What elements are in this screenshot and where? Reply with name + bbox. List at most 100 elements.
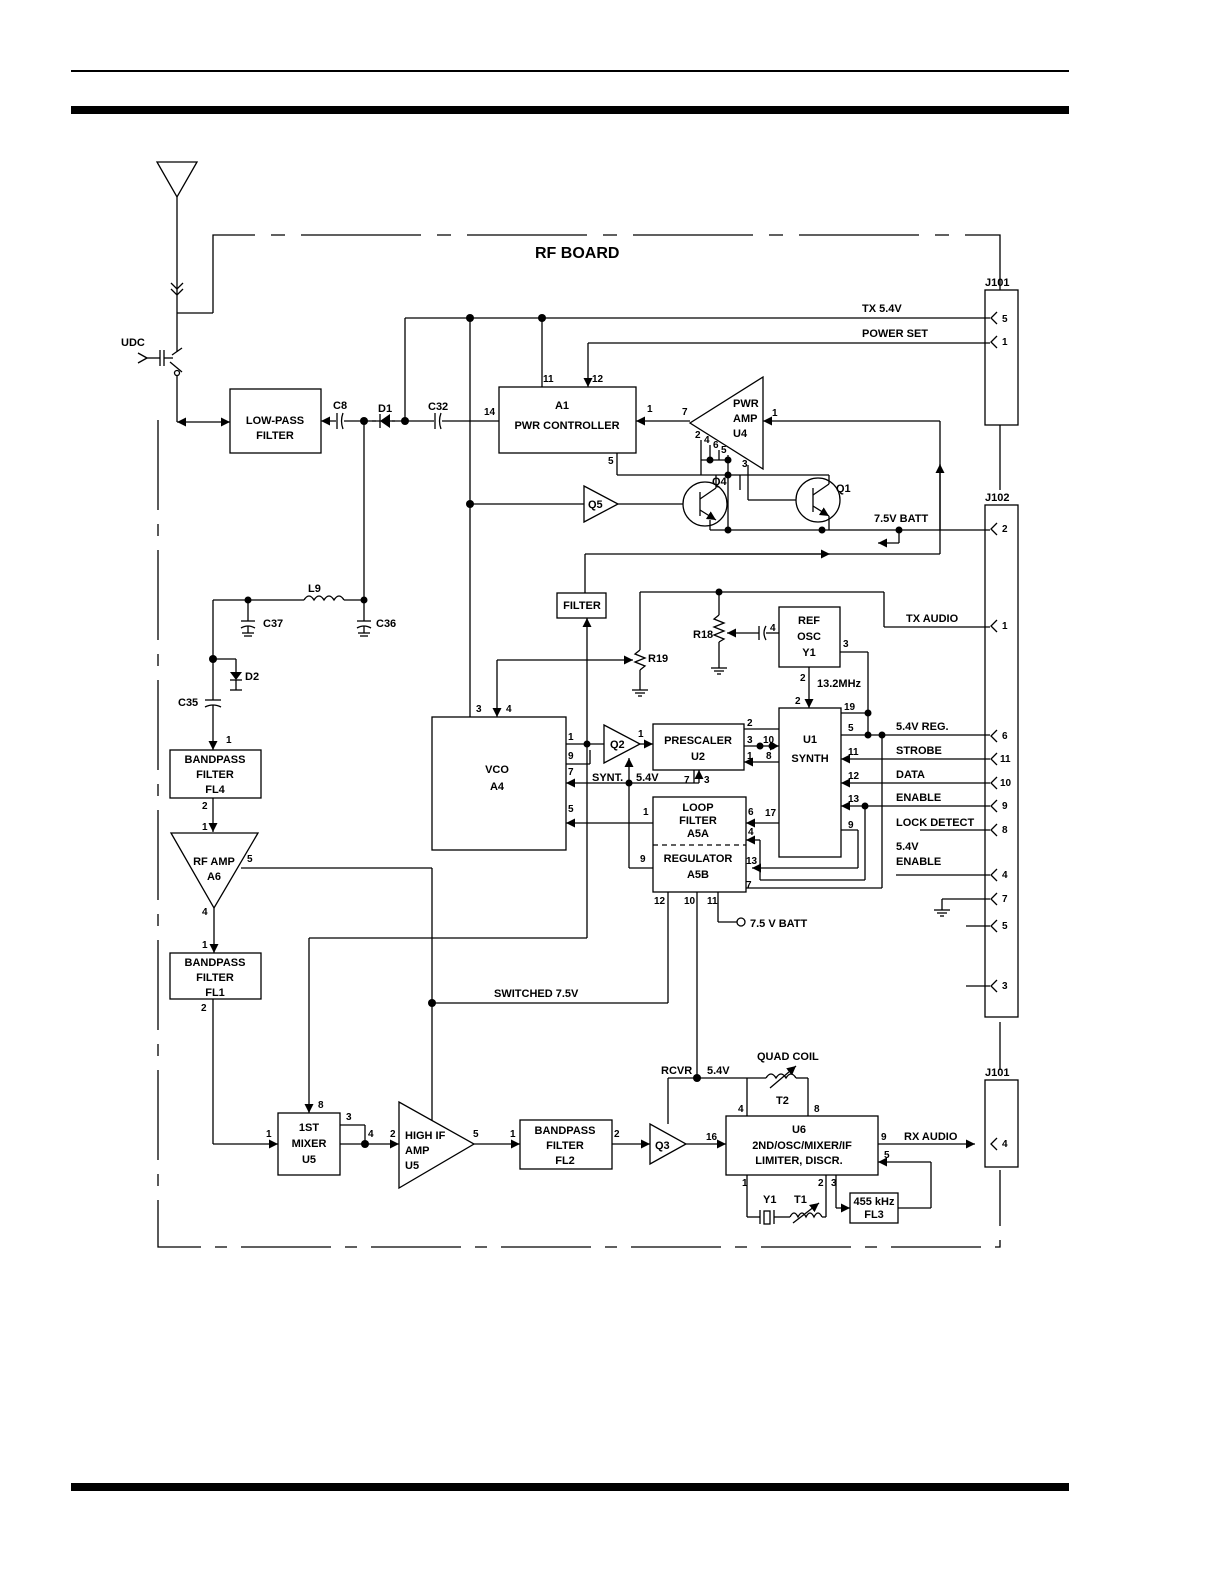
pin-label: 5 — [884, 1150, 890, 1161]
q3-buffer — [649, 1122, 688, 1166]
j102-label: J102 — [985, 492, 1009, 504]
a1-label: PWR CONTROLLER — [514, 420, 619, 432]
high-if-amp-label: HIGH IF — [405, 1130, 446, 1142]
mixer-label: U5 — [302, 1154, 316, 1166]
switched-75v-label: SWITCHED 7.5V — [494, 988, 579, 1000]
connector-j101-top — [984, 289, 1019, 426]
pin-label: 11 — [848, 747, 859, 758]
a5a-label: FILTER — [679, 815, 717, 827]
fl2-label: BANDPASS — [535, 1125, 596, 1137]
pin-label: 11 — [1000, 754, 1011, 765]
quad-coil-label: QUAD COIL — [757, 1051, 819, 1063]
pin-label: 2 — [795, 696, 801, 707]
bandpass-filter-fl1 — [169, 952, 262, 1000]
pin-label: 3 — [742, 459, 748, 470]
board-title: RF BOARD — [535, 245, 619, 262]
pin-label: 4 — [704, 435, 710, 446]
pin-label: 5 — [721, 445, 727, 456]
prescaler-label: PRESCALER — [664, 735, 732, 747]
c35-label: C35 — [178, 697, 198, 709]
ref-osc-y1 — [778, 606, 841, 668]
fl3-label: FL3 — [864, 1209, 884, 1221]
enable-54v-label: ENABLE — [896, 856, 941, 868]
pin-label: 19 — [844, 702, 856, 713]
power-set-label: POWER SET — [862, 328, 928, 340]
ref-osc-label: REF — [798, 615, 820, 627]
y1-crystal — [759, 1210, 775, 1225]
tx-audio-label: TX AUDIO — [906, 613, 959, 625]
pin-label: 2 — [747, 718, 753, 729]
pin-label: 1 — [647, 404, 653, 415]
pin-label: 1 — [742, 1178, 748, 1189]
pin-label: 7 — [746, 880, 752, 891]
r19-potentiometer — [497, 649, 648, 697]
batt-75v-2-label: 7.5 V BATT — [750, 918, 808, 930]
pin-label: 3 — [843, 639, 849, 650]
fl2-label: FILTER — [546, 1140, 584, 1152]
pin-label: 4 — [202, 907, 208, 918]
synt-label: SYNT. — [592, 772, 623, 784]
batt-75v-label: 7.5V BATT — [874, 513, 928, 525]
reg-54v-label: 5.4V REG. — [896, 721, 949, 733]
pin-label: 9 — [881, 1132, 887, 1143]
pin-label: 2 — [201, 1003, 207, 1014]
c8-capacitor — [336, 412, 344, 430]
pin-label: 12 — [848, 771, 860, 782]
high-if-amp-label: AMP — [405, 1145, 429, 1157]
pin-label: 4 — [1002, 1139, 1008, 1150]
pin-label: 7 — [682, 407, 688, 418]
j101-bottom-label: J101 — [985, 1067, 1009, 1079]
low-pass-filter-label: LOW-PASS — [246, 415, 304, 427]
pin-label: 11 — [707, 896, 718, 907]
y1-crystal-label: Y1 — [763, 1194, 776, 1206]
u1-synth — [778, 707, 842, 858]
pin-label: 10 — [763, 735, 775, 746]
pin-label: 9 — [640, 854, 646, 865]
a1-label: A1 — [555, 400, 569, 412]
pin-label: 7 — [1002, 894, 1008, 905]
pin-label: 9 — [1002, 801, 1008, 812]
connector-j101-bottom — [984, 1079, 1019, 1168]
a1-pwr-controller — [498, 386, 637, 454]
l9-inductor — [303, 595, 364, 602]
ref-osc-label: Y1 — [802, 647, 815, 659]
pin-label: 3 — [346, 1112, 352, 1123]
t1-coil — [789, 1202, 823, 1224]
pin-label: 10 — [684, 896, 696, 907]
q2-buffer — [603, 723, 642, 765]
filter-label: FILTER — [563, 600, 601, 612]
pin-label: 4 — [748, 827, 754, 838]
low-pass-filter — [229, 388, 322, 454]
high-if-amp-label: U5 — [405, 1160, 419, 1172]
pin-label: 1 — [772, 408, 778, 419]
d1-label: D1 — [378, 403, 392, 415]
d2-diode — [213, 658, 242, 691]
pin-label: 4 — [770, 623, 776, 634]
vco-label: VCO — [485, 764, 509, 776]
pin-label: 4 — [506, 704, 512, 715]
c36-capacitor — [356, 600, 372, 637]
a5b-label: REGULATOR — [664, 853, 733, 865]
r19-label: R19 — [648, 653, 668, 665]
a6-label: RF AMP — [193, 856, 235, 868]
pin-label: 12 — [654, 896, 666, 907]
bandpass-filter-fl2 — [519, 1119, 613, 1170]
pin-label: 5 — [473, 1129, 479, 1140]
pin-label: 3 — [1002, 981, 1008, 992]
fl4-label: FL4 — [205, 784, 225, 796]
pin-label: 9 — [568, 751, 574, 762]
pin-label: 1 — [1002, 621, 1008, 632]
t1-label: T1 — [794, 1194, 807, 1206]
pin-label: 6 — [748, 807, 754, 818]
strobe-label: STROBE — [896, 745, 942, 757]
mixer-label: 1ST — [299, 1122, 319, 1134]
pin-label: 7 — [684, 775, 690, 786]
pin-label: 8 — [814, 1104, 820, 1115]
pwr-amp-label: PWR — [733, 398, 759, 410]
connector-j102 — [984, 504, 1019, 1018]
data-label: DATA — [896, 769, 925, 781]
q2-label: Q2 — [610, 739, 625, 751]
pin-label: 10 — [1000, 778, 1012, 789]
pin-label: 4 — [738, 1104, 744, 1115]
pin-label: 3 — [704, 775, 710, 786]
